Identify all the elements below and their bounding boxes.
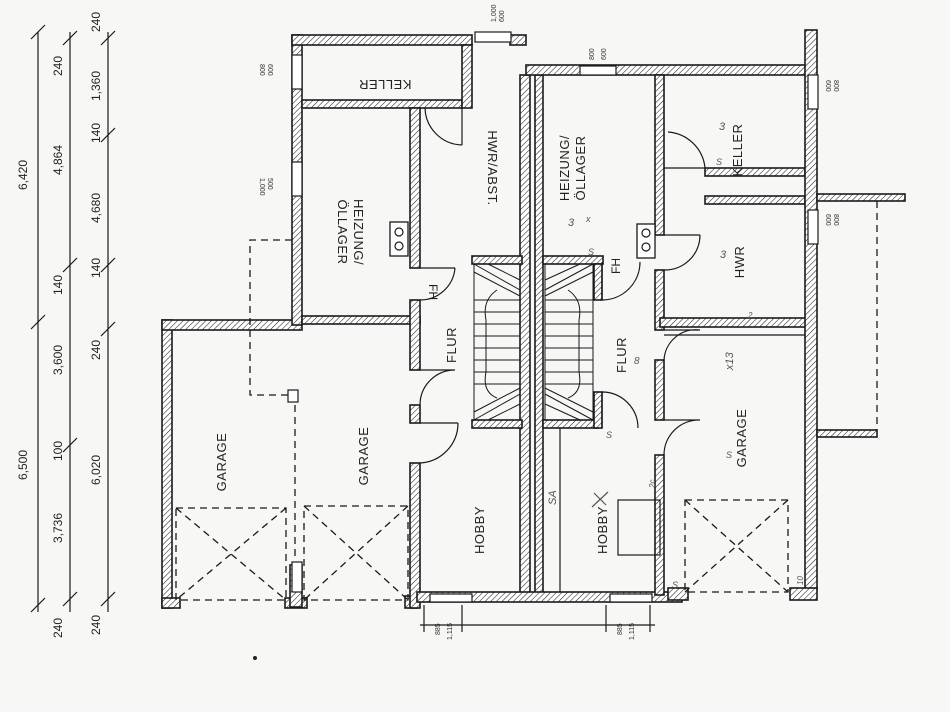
room-hwr-abst: HWR/ABST.	[485, 130, 500, 205]
room-heizung-left-line1: HEIZUNG/	[351, 199, 366, 265]
dimension-chains	[30, 24, 116, 613]
note-10: 10	[796, 576, 805, 585]
win-label-left2-b: 1,000	[258, 178, 265, 196]
label-fh-left: FH	[426, 284, 440, 300]
note-2: 2	[747, 311, 753, 320]
win-label-right1-a: 800	[832, 80, 839, 92]
dim-3600: 3,600	[51, 345, 65, 375]
room-flur-right: FLUR	[614, 337, 629, 373]
handwritten-notes: SA S S S S S 3 x 3 3 8 x13 2c 2 10	[253, 121, 805, 660]
dimension-labels: 6,420 6,500 240 4,864 140 3,600 100 3,73…	[16, 12, 103, 638]
room-hobby-right: HOBBY	[595, 506, 610, 554]
room-heizung-right-line2: ÖLLAGER	[573, 136, 588, 201]
dim-3736: 3,736	[51, 513, 65, 543]
win-label-top-right-b: 600	[601, 48, 608, 60]
win-label-left2-a: 500	[266, 178, 273, 190]
dim-6020: 6,020	[89, 455, 103, 485]
boiler-right	[636, 223, 656, 259]
dim-6500: 6,500	[16, 450, 30, 480]
note-3-b: 3	[719, 121, 726, 133]
win-label-bottom2-b: 1,115	[629, 623, 636, 640]
room-garage-3: GARAGE	[734, 409, 749, 468]
dim-140-b: 140	[89, 123, 103, 143]
dim-4680: 4,680	[89, 193, 103, 223]
room-heizung-left-line2: ÖLLAGER	[335, 200, 350, 265]
note-s-2: S	[606, 430, 612, 440]
note-sa: SA	[547, 490, 559, 505]
dim-100: 100	[51, 441, 65, 461]
win-label-bottom2-a: 885	[617, 623, 624, 635]
room-garage-1: GARAGE	[214, 433, 229, 492]
win-label-right2-a: 800	[832, 214, 839, 226]
garage-doors	[175, 499, 789, 601]
dim-140-c: 140	[89, 258, 103, 278]
room-keller-top: KELLER	[359, 77, 412, 92]
room-labels: KELLER HWR/ABST. HEIZUNG/ ÖLLAGER HEIZUN…	[214, 77, 749, 554]
walls	[161, 29, 906, 609]
windows	[291, 31, 819, 603]
win-label-right1-b: 600	[824, 80, 831, 92]
dim-140-a: 140	[51, 275, 65, 295]
win-label-bottom1-b: 1,115	[447, 623, 454, 640]
win-label-top-right-a: 800	[589, 48, 596, 60]
win-label-bottom1-a: 885	[435, 623, 442, 635]
label-fh-right: FH	[609, 258, 623, 274]
note-3-c: 3	[720, 249, 727, 261]
room-hobby-left: HOBBY	[472, 506, 487, 554]
note-x: x	[585, 214, 591, 224]
stairs-left	[473, 263, 521, 421]
window-labels: 1,000 600 800 600 600 800 500 1,000 800 …	[258, 4, 839, 640]
note-3-a: 3	[568, 217, 575, 229]
room-flur-left: FLUR	[444, 327, 459, 363]
dim-240-d: 240	[89, 340, 103, 360]
boiler-left	[389, 221, 409, 257]
door-swings	[419, 107, 706, 464]
win-label-top-center-b: 600	[499, 10, 506, 22]
stairs-right	[544, 263, 594, 421]
note-s-3: S	[716, 157, 722, 167]
dim-240-c: 240	[89, 12, 103, 32]
room-heizung-right: HEIZUNG/ ÖLLAGER	[557, 135, 588, 201]
note-s-1: S	[588, 247, 594, 257]
room-garage-2: GARAGE	[356, 427, 371, 486]
win-label-left1-b: 800	[258, 64, 265, 76]
note-8: 8	[634, 356, 640, 367]
note-s-5: S	[672, 580, 678, 590]
note-2c: 2c	[648, 480, 657, 489]
note-s-4: S	[726, 450, 732, 460]
room-heizung-left: HEIZUNG/ ÖLLAGER	[335, 199, 366, 265]
room-hwr-right: HWR	[732, 246, 747, 279]
dim-240-b: 240	[51, 618, 65, 638]
room-heizung-right-line1: HEIZUNG/	[557, 135, 572, 201]
win-label-left1-a: 600	[266, 64, 273, 76]
win-label-right2-b: 600	[824, 214, 831, 226]
note-x13: x13	[724, 351, 736, 371]
win-label-top-center-a: 1,000	[491, 4, 498, 22]
room-keller-right: KELLER	[730, 124, 745, 177]
dim-4864: 4,864	[51, 145, 65, 175]
dim-240-a: 240	[51, 56, 65, 76]
dim-6420: 6,420	[16, 160, 30, 190]
dim-1360: 1,360	[89, 71, 103, 101]
dim-240-e: 240	[89, 615, 103, 635]
